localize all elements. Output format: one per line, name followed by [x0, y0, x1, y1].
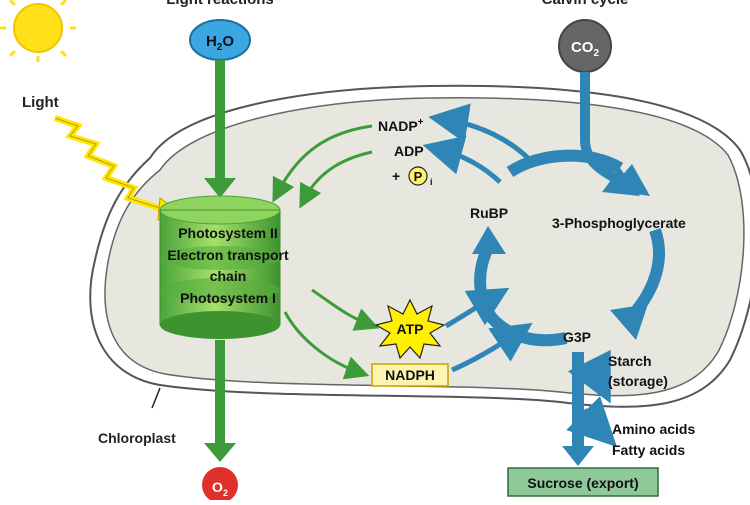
svg-text:H2O: H2O	[206, 33, 234, 53]
svg-text:CO2: CO2	[571, 39, 600, 59]
thylakoid-to-nadph-arrow	[283, 311, 370, 380]
3-phosphoglycerate-label: 3-Phosphoglycerate	[552, 215, 686, 231]
calvin-to-nadp-arrow	[428, 103, 532, 162]
rubp-label: RuBP	[470, 205, 508, 221]
fatty-acids-label: Fatty acids	[612, 442, 685, 458]
light-reactions-header: Light reactions	[166, 0, 274, 8]
storage-label: (storage)	[608, 373, 668, 389]
amino-branch-arrow	[566, 396, 617, 447]
cycle-arrowhead-rubp	[472, 226, 506, 254]
co2-input: CO2	[558, 19, 612, 73]
calvin-cycle-header: Calvin cycle	[542, 0, 629, 8]
calvin-to-adp-arrow	[422, 135, 502, 184]
chloroplast-label: Chloroplast	[98, 430, 176, 446]
g3p-label: G3P	[563, 329, 591, 345]
svg-text:Sucrose (export): Sucrose (export)	[527, 475, 638, 491]
svg-text:NADPH: NADPH	[385, 367, 435, 383]
nadp-label: NADP+	[378, 117, 424, 134]
thylakoid-to-atp-arrow	[311, 288, 380, 331]
starch-branch-arrow	[567, 349, 611, 404]
atp-burst: ATP	[374, 298, 446, 360]
oxygen-output: O2	[202, 467, 238, 503]
plus-label: +	[392, 168, 400, 184]
water-input: H2O	[189, 19, 251, 61]
sucrose-box: Sucrose (export)	[507, 467, 659, 497]
electron-transport-label: Electron transport	[167, 247, 289, 263]
chain-label: chain	[210, 268, 247, 284]
svg-text:P: P	[414, 169, 423, 184]
photosystem-i-label: Photosystem I	[180, 290, 276, 306]
nadph-box: NADPH	[371, 363, 449, 387]
nadp-to-thylakoid-arrow	[272, 124, 373, 203]
amino-acids-label: Amino acids	[612, 421, 695, 437]
adp-to-thylakoid-arrow	[299, 150, 373, 209]
svg-text:O2: O2	[212, 479, 228, 498]
svg-text:ATP: ATP	[397, 321, 424, 337]
cycle-arrowhead-g3p	[610, 304, 648, 340]
cycle-arrowhead-3pga	[610, 164, 650, 196]
sun-icon	[0, 0, 76, 62]
svg-text:i: i	[430, 177, 433, 187]
adp-label: ADP	[394, 143, 424, 159]
chloroplast-pointer	[151, 387, 161, 409]
photosystem-ii-label: Photosystem II	[178, 225, 278, 241]
light-label: Light	[22, 94, 59, 111]
phosphate-icon: P i	[408, 166, 433, 187]
starch-label: Starch	[608, 353, 652, 369]
thylakoid-stack	[159, 195, 281, 339]
